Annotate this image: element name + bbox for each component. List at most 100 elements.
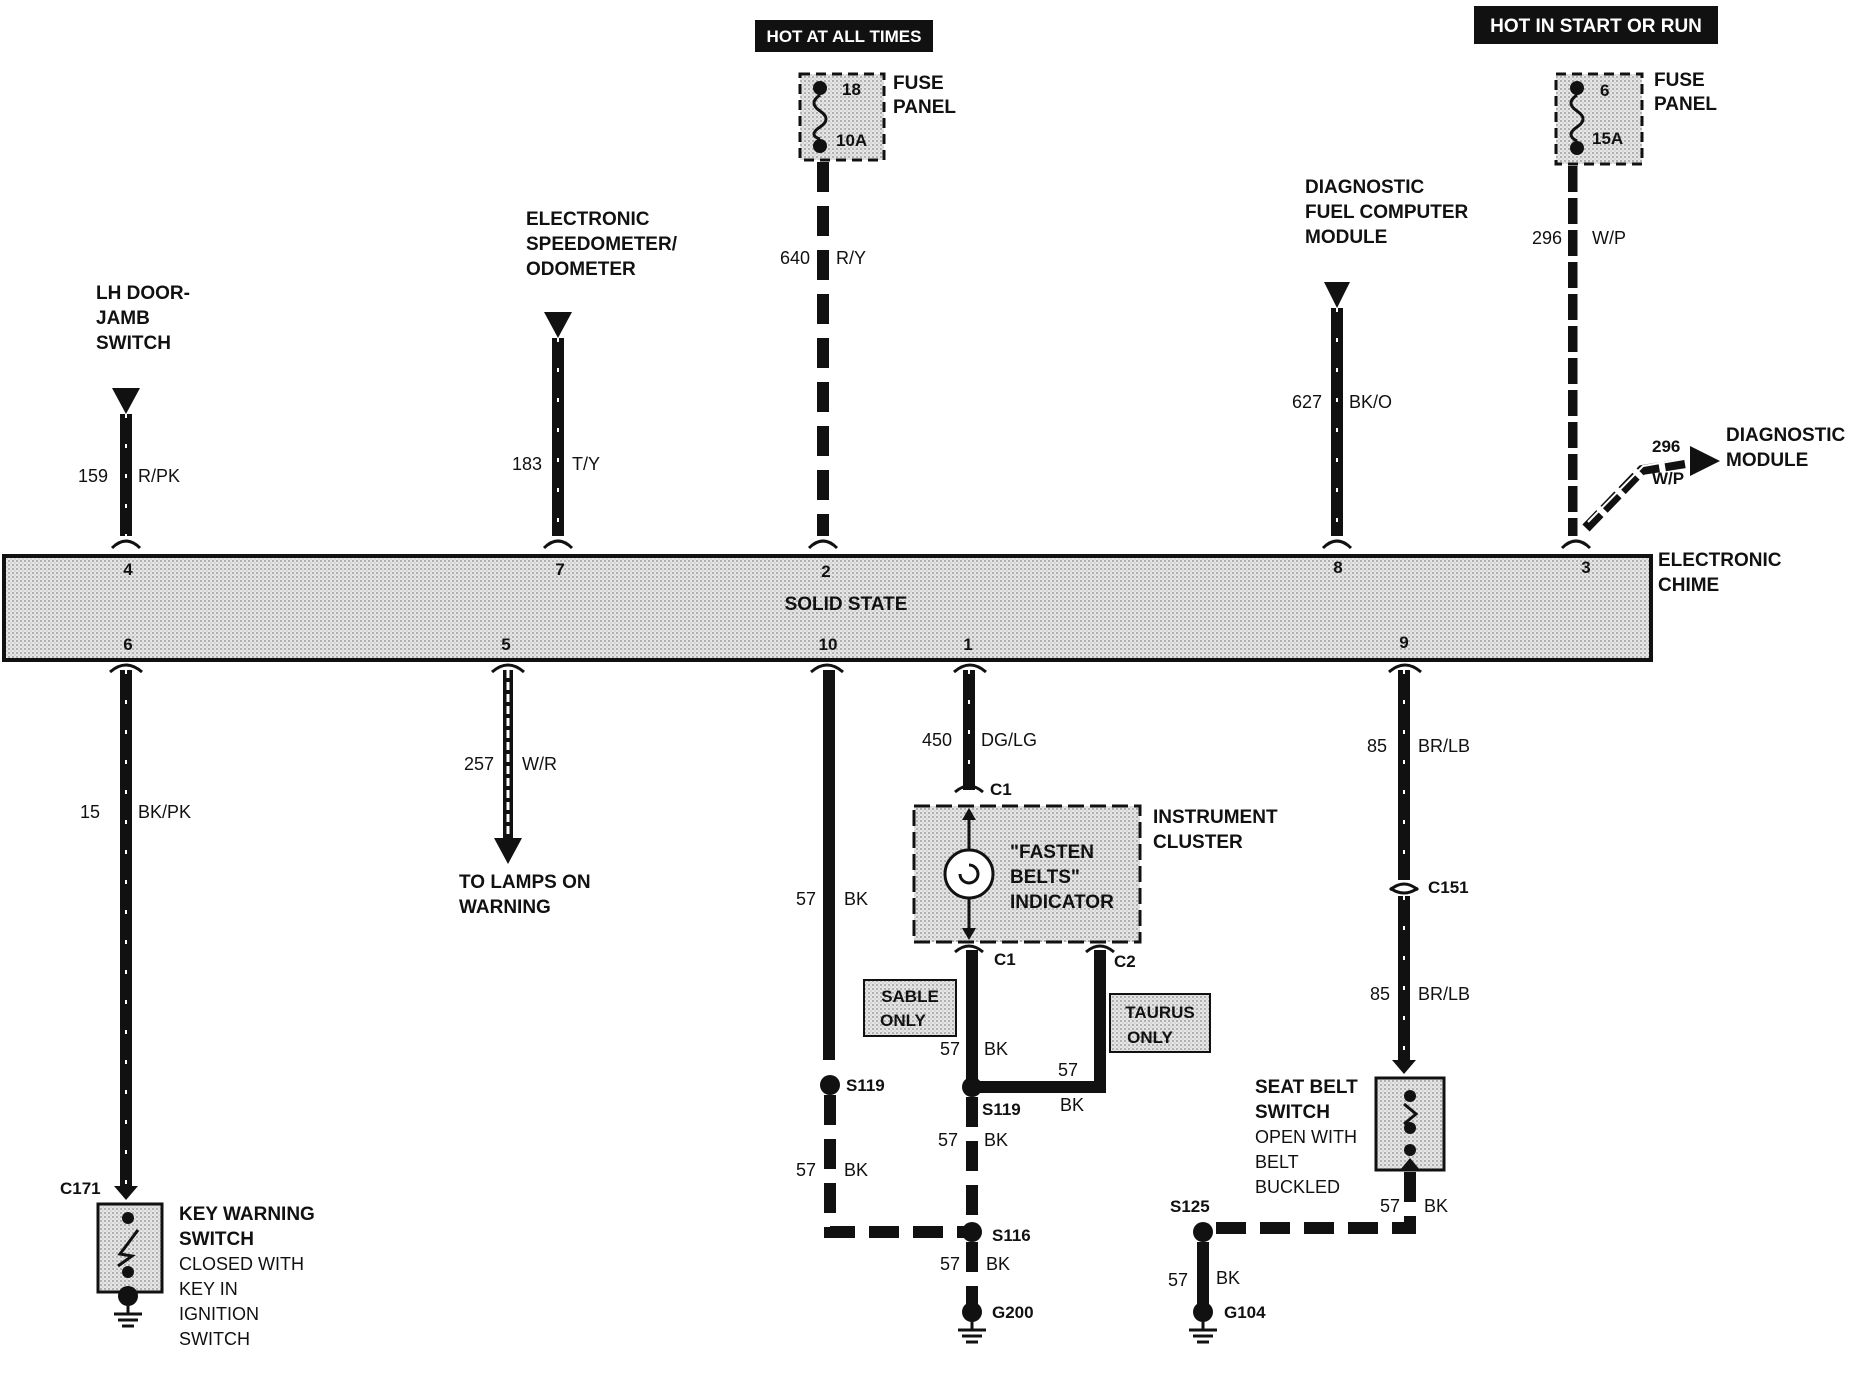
svg-text:W/P: W/P bbox=[1592, 228, 1626, 248]
svg-text:296: 296 bbox=[1652, 437, 1680, 456]
ground-g104: G104 bbox=[1189, 1302, 1266, 1344]
svg-text:HOT IN START OR RUN: HOT IN START OR RUN bbox=[1490, 16, 1702, 37]
svg-text:BK: BK bbox=[986, 1254, 1010, 1274]
svg-text:9: 9 bbox=[1399, 633, 1408, 652]
svg-text:57: 57 bbox=[938, 1130, 958, 1150]
svg-text:R/PK: R/PK bbox=[138, 466, 180, 486]
svg-text:SWITCH: SWITCH bbox=[179, 1329, 250, 1349]
lh-door-connector-arrow bbox=[112, 388, 140, 414]
svg-text:296: 296 bbox=[1532, 228, 1562, 248]
svg-text:15: 15 bbox=[80, 802, 100, 822]
key-warning-switch-label: KEY WARNING SWITCH CLOSED WITH KEY IN IG… bbox=[179, 1204, 315, 1349]
svg-text:IGNITION: IGNITION bbox=[179, 1304, 259, 1324]
bottom-pin-numbers: 6 5 10 1 9 bbox=[109, 633, 1422, 674]
svg-text:DG/LG: DG/LG bbox=[981, 730, 1037, 750]
svg-text:4: 4 bbox=[123, 560, 133, 579]
speedometer-connector-arrow bbox=[544, 312, 572, 338]
svg-text:DIAGNOSTIC: DIAGNOSTIC bbox=[1305, 177, 1425, 198]
hot-at-all-times-label: HOT AT ALL TIMES bbox=[755, 20, 933, 52]
svg-text:W/P: W/P bbox=[1652, 469, 1684, 488]
wire-85-upper: 85 BR/LB bbox=[1367, 670, 1470, 880]
diagnostic-fuel-computer-module-label: DIAGNOSTIC FUEL COMPUTER MODULE bbox=[1305, 177, 1469, 248]
svg-text:WARNING: WARNING bbox=[459, 897, 551, 918]
svg-text:3: 3 bbox=[1581, 558, 1590, 577]
svg-text:BELT: BELT bbox=[1255, 1152, 1299, 1172]
svg-text:SWITCH: SWITCH bbox=[96, 333, 171, 354]
svg-text:57: 57 bbox=[796, 1160, 816, 1180]
svg-text:BK: BK bbox=[844, 889, 868, 909]
svg-text:C2: C2 bbox=[1114, 952, 1136, 971]
svg-text:10: 10 bbox=[819, 635, 838, 654]
c1-bottom-connector: C1 bbox=[954, 944, 1016, 969]
svg-text:HOT AT ALL TIMES: HOT AT ALL TIMES bbox=[767, 27, 922, 46]
svg-text:57: 57 bbox=[940, 1039, 960, 1059]
splice-s116: S116 bbox=[962, 1222, 1031, 1245]
wire-296: 296 W/P bbox=[1532, 166, 1626, 536]
svg-text:G104: G104 bbox=[1224, 1303, 1266, 1322]
wire-57-s119-left: 57 BK bbox=[796, 1095, 972, 1238]
electronic-chime-module: SOLID STATE bbox=[2, 554, 1653, 662]
diagnostic-module-label: DIAGNOSTIC MODULE bbox=[1726, 425, 1846, 471]
wire-57-seat-belt: 57 BK bbox=[1210, 1158, 1448, 1234]
svg-text:S116: S116 bbox=[992, 1226, 1031, 1245]
svg-text:ONLY: ONLY bbox=[880, 1011, 926, 1030]
svg-text:SABLE: SABLE bbox=[881, 987, 939, 1006]
svg-text:W/R: W/R bbox=[522, 754, 557, 774]
instrument-cluster-label-1: INSTRUMENT bbox=[1153, 807, 1278, 828]
svg-text:85: 85 bbox=[1367, 736, 1387, 756]
electronic-chime-label-2: CHIME bbox=[1658, 575, 1719, 596]
wire-57-pin10: 57 BK bbox=[796, 670, 868, 1060]
sable-only-tag: SABLE ONLY bbox=[863, 979, 957, 1037]
c2-connector: C2 bbox=[1085, 944, 1136, 971]
wire-85-lower: 85 BR/LB bbox=[1370, 896, 1470, 1074]
svg-text:LH DOOR-: LH DOOR- bbox=[96, 283, 190, 304]
chime-solid-state-label: SOLID STATE bbox=[785, 594, 908, 615]
wire-57-g104: 57 BK bbox=[1168, 1242, 1240, 1306]
wire-296-to-diagnostic-module: 296 W/P bbox=[1582, 437, 1720, 532]
wire-57-s119-right: 57 BK bbox=[938, 1097, 1008, 1226]
svg-text:SWITCH: SWITCH bbox=[1255, 1102, 1330, 1123]
c1-top-label: C1 bbox=[990, 780, 1012, 799]
svg-text:ODOMETER: ODOMETER bbox=[526, 259, 636, 280]
svg-text:TO LAMPS ON: TO LAMPS ON bbox=[459, 872, 591, 893]
connector-c171: C171 bbox=[60, 1179, 101, 1198]
svg-text:FUEL COMPUTER: FUEL COMPUTER bbox=[1305, 202, 1469, 223]
svg-text:450: 450 bbox=[922, 730, 952, 750]
fuse-6-15a: 6 15A bbox=[1554, 72, 1644, 166]
svg-text:2: 2 bbox=[821, 562, 830, 581]
svg-text:BUCKLED: BUCKLED bbox=[1255, 1177, 1340, 1197]
svg-text:57: 57 bbox=[1058, 1060, 1078, 1080]
hot-in-start-or-run-label: HOT IN START OR RUN bbox=[1474, 6, 1718, 44]
wire-57-g200: 57 BK bbox=[940, 1242, 1010, 1306]
splice-s125: S125 bbox=[1170, 1197, 1213, 1242]
wire-183: 183 T/Y bbox=[512, 338, 600, 536]
svg-text:S125: S125 bbox=[1170, 1197, 1210, 1216]
svg-text:627: 627 bbox=[1292, 392, 1322, 412]
electronic-chime-label-1: ELECTRONIC bbox=[1658, 550, 1782, 571]
svg-text:BR/LB: BR/LB bbox=[1418, 736, 1470, 756]
svg-text:57: 57 bbox=[796, 889, 816, 909]
svg-text:R/Y: R/Y bbox=[836, 248, 866, 268]
svg-text:C1: C1 bbox=[994, 950, 1016, 969]
wire-627: 627 BK/O bbox=[1292, 308, 1392, 536]
fuse-b-label-2: PANEL bbox=[1654, 94, 1717, 115]
svg-text:KEY WARNING: KEY WARNING bbox=[179, 1204, 315, 1225]
svg-text:DIAGNOSTIC: DIAGNOSTIC bbox=[1726, 425, 1846, 446]
wire-257: 257 W/R bbox=[464, 670, 557, 864]
lh-door-jamb-switch-label: LH DOOR- JAMB SWITCH bbox=[96, 283, 190, 354]
svg-text:TAURUS: TAURUS bbox=[1125, 1003, 1195, 1022]
instrument-cluster: "FASTEN BELTS" INDICATOR bbox=[912, 804, 1142, 944]
fasten-belts-lamp-icon bbox=[943, 848, 995, 900]
svg-text:BK/PK: BK/PK bbox=[138, 802, 191, 822]
wire-450: 450 DG/LG C1 bbox=[922, 670, 1037, 799]
svg-text:57: 57 bbox=[940, 1254, 960, 1274]
svg-text:G200: G200 bbox=[992, 1303, 1034, 1322]
wire-15: 15 BK/PK bbox=[80, 670, 191, 1200]
taurus-only-tag: TAURUS ONLY bbox=[1109, 993, 1211, 1053]
svg-text:SEAT BELT: SEAT BELT bbox=[1255, 1077, 1358, 1098]
ground-g200: G200 bbox=[958, 1302, 1034, 1344]
splice-s119-left: S119 bbox=[820, 1075, 885, 1095]
svg-text:KEY IN: KEY IN bbox=[179, 1279, 238, 1299]
svg-text:6: 6 bbox=[123, 635, 132, 654]
